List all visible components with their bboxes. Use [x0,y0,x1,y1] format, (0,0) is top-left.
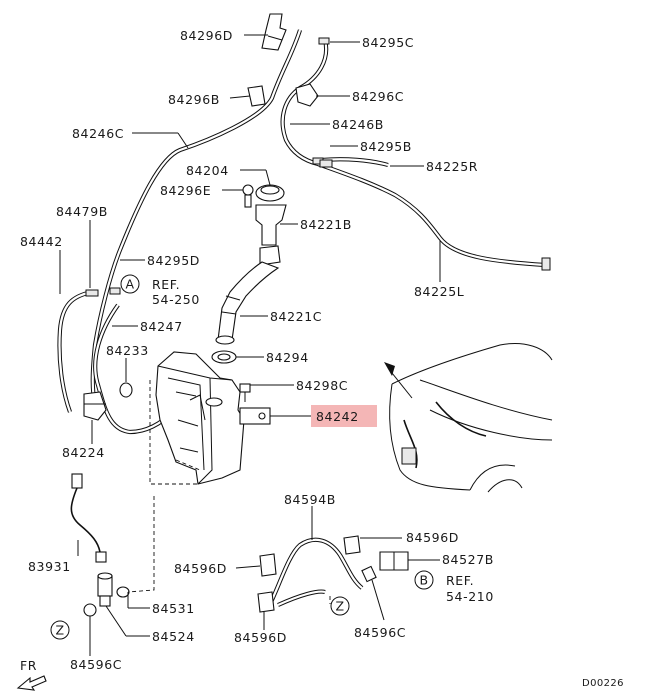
grommet-84531 [116,586,130,598]
label-84524: 84524 [152,629,195,644]
ref-a-text: REF. [152,277,180,292]
filler-neck-84221b [255,204,287,266]
label-84246b: 84246B [332,117,384,132]
front-arrow-icon [16,675,47,691]
joint-84224 [83,391,107,421]
label-84596c-bottom: 84596C [70,657,122,672]
ref-circle-z1 [50,620,70,640]
filler-tube-84221c [215,261,280,345]
label-84596c-right: 84596C [354,625,406,640]
highlight-box [311,405,377,427]
label-84479b: 84479B [56,204,108,219]
front-marker-label: FR [20,658,37,673]
vehicle-outline [384,343,553,493]
grommet-84294 [211,350,237,364]
label-84596d-right: 84596D [406,530,459,545]
ref-a-letter: A [126,277,135,292]
clip-84596d-left [259,553,277,577]
ref-z1-letter: Z [56,623,65,638]
label-84242: 84242 [316,409,359,424]
clip-84596d-right [343,535,361,555]
check-valve-84527b [379,551,409,571]
ref-circle-a [120,274,140,294]
clip-84295b [319,159,333,168]
label-84225l: 84225L [414,284,464,299]
ref-b-letter: B [420,573,429,588]
label-84295d: 84295D [147,253,200,268]
label-84596d-left: 84596D [174,561,227,576]
label-84531: 84531 [152,601,195,616]
bolt-84298c [239,383,251,402]
label-84221c: 84221C [270,309,322,324]
label-83931: 83931 [28,559,71,574]
harness-83931 [70,473,107,563]
clip-84296b [247,85,266,107]
label-84295b: 84295B [360,139,412,154]
label-84296c: 84296C [352,89,404,104]
label-84295c: 84295C [362,35,414,50]
washer-pump-84524 [97,572,113,607]
label-84296b: 84296B [168,92,220,107]
label-84296d: 84296D [180,28,233,43]
hose-84225 [317,162,546,268]
label-84527b: 84527B [442,552,494,567]
label-84246c: 84246C [72,126,124,141]
ref-circle-z2 [330,596,350,616]
diagram-id: D00226 [582,678,624,689]
ref-z2-letter: Z [336,599,345,614]
washer-reservoir-84242 [155,351,271,485]
label-84596d-bottom: 84596D [234,630,287,645]
ref-b-page: 54-210 [446,589,494,604]
label-84221b: 84221B [300,217,352,232]
label-84233: 84233 [106,343,149,358]
label-84296e: 84296E [160,183,211,198]
label-84224: 84224 [62,445,105,460]
washer-nozzle-84296d [261,13,287,51]
label-84204: 84204 [186,163,229,178]
ref-a-page: 54-250 [152,292,200,307]
label-84594b: 84594B [284,492,336,507]
label-84294: 84294 [266,350,309,365]
clip-84596d-bottom [257,591,275,613]
ref-circle-b [414,570,434,590]
clip-84596c-bottom [83,603,97,617]
ref-b-text: REF. [446,573,474,588]
clip-84596c-right [361,565,377,583]
label-84442: 84442 [20,234,63,249]
label-84225r: 84225R [426,159,478,174]
cap-84204 [255,184,285,202]
clip-84296c [295,83,319,107]
label-84247: 84247 [140,319,183,334]
label-84298c: 84298C [296,378,348,393]
clip-84296e [242,184,254,208]
grommet-84233 [119,382,133,398]
